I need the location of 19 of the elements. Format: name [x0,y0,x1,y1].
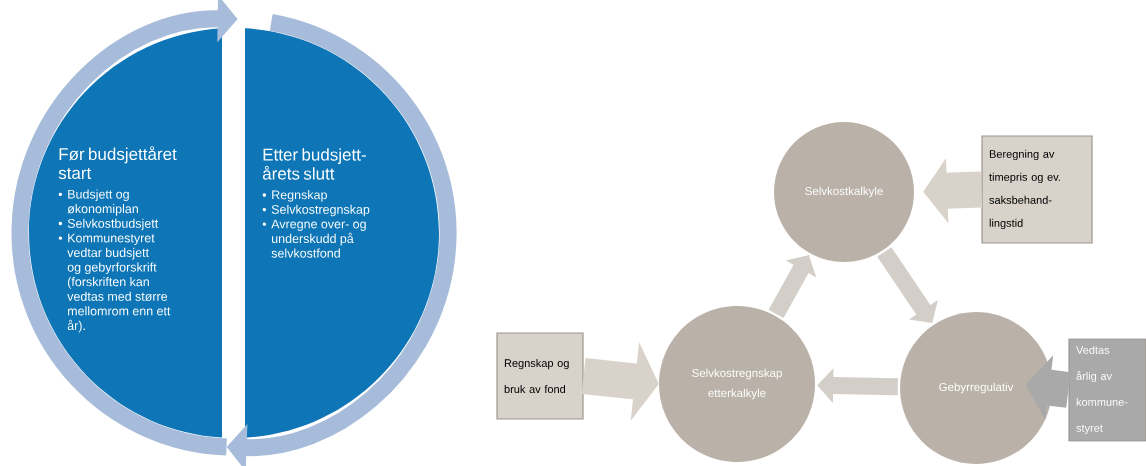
bullet: • [262,193,267,197]
bullet: • [262,207,267,212]
half-circle-panel [29,28,222,438]
bullet: • [58,236,63,240]
callout-box: Regnskap og bruk av fond [496,332,584,420]
bullet: • [58,192,63,197]
bullet-item: Selvkostbudsjett [67,218,159,231]
bullet-item: Avregne over- og underskudd på selvkostfond [271,219,366,258]
bullet-item: Budsjett og økonomiplan [67,189,138,216]
bullet-item: Regnskap [272,190,327,202]
half-circle-panel [245,28,439,438]
bullet: • [262,222,267,226]
callout-box: Vedtas årlig av kommune- styret [1068,338,1146,442]
bullet-item: Selvkostregnskap [271,204,370,217]
bullet-item: Kommunestyret vedtar budsjett og gebyrforskrift (forskriften kan vedtas med større mellomrom enn ett år). [67,233,171,333]
bullet: • [58,221,63,226]
heading: Før budsjettåret start [58,146,177,180]
heading: Etter budsjett- årets slutt [262,148,366,180]
callout-box: Beregning av timepris og ev. saksbehand- lingstid [981,135,1093,244]
